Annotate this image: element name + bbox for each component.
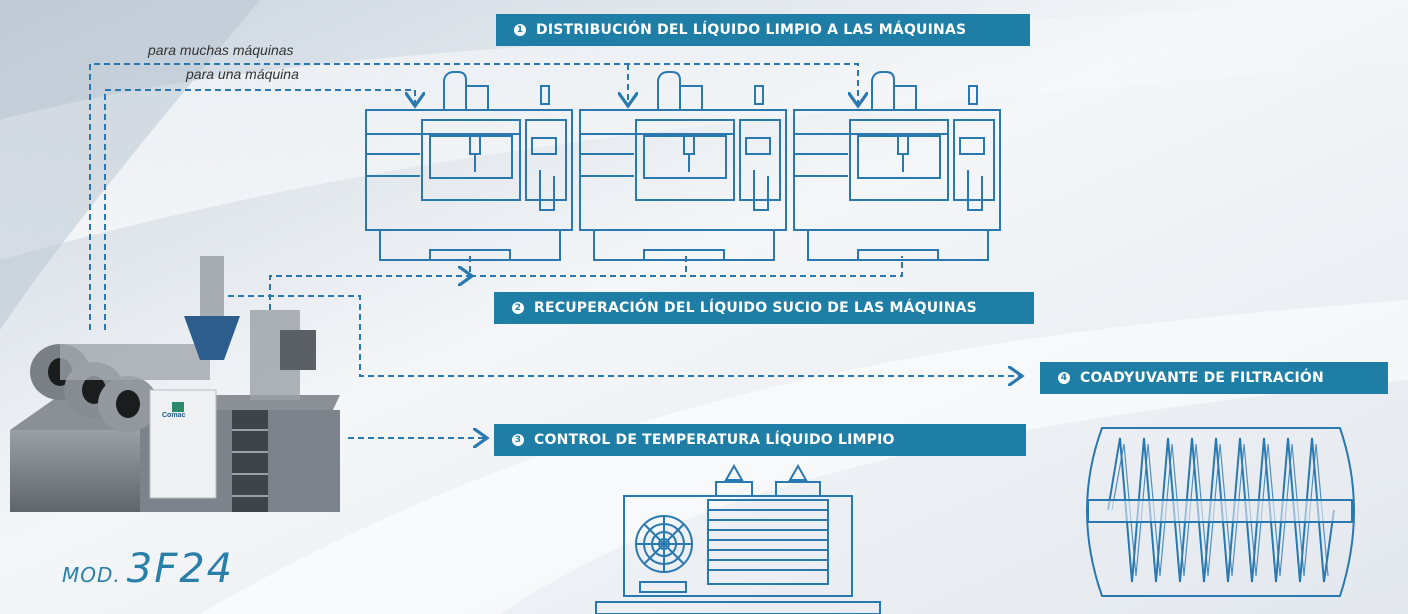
unit-badge: Comac [162,412,185,419]
distribution-lines [89,63,858,330]
step-number: 2 [512,302,524,314]
filtration-unit-illustration [10,256,340,512]
background-swoosh [0,0,1408,260]
banner-label: COADYUVANTE DE FILTRACIÓN [1080,370,1324,386]
machine-tool-2 [579,71,787,261]
cooler-illustration [595,463,881,614]
banner-recovery: 2 RECUPERACIÓN DEL LÍQUIDO SUCIO DE LAS … [494,292,1034,324]
model-code: 3F24 [126,546,235,592]
machine-tool-1 [365,71,573,261]
machine-tool-3 [793,71,1001,261]
note-many-machines: para muchas máquinas [148,42,294,58]
banner-label: CONTROL DE TEMPERATURA LÍQUIDO LIMPIO [534,432,895,448]
banner-temperature: 3 CONTROL DE TEMPERATURA LÍQUIDO LIMPIO [494,424,1026,456]
banner-label: RECUPERACIÓN DEL LÍQUIDO SUCIO DE LAS MÁ… [534,300,977,316]
model-label: MOD. 3F24 [62,546,234,592]
banner-distribution: 1 DISTRIBUCIÓN DEL LÍQUIDO LIMPIO A LAS … [496,14,1030,46]
banner-label: DISTRIBUCIÓN DEL LÍQUIDO LIMPIO A LAS MÁ… [536,22,967,38]
step-number: 3 [512,434,524,446]
step-number: 4 [1058,372,1070,384]
note-one-machine: para una máquina [186,66,299,82]
filter-aid-illustration [1086,427,1355,597]
model-prefix: MOD. [62,563,121,587]
banner-filter-aid: 4 COADYUVANTE DE FILTRACIÓN [1040,362,1388,394]
background-swoosh [0,0,260,330]
step-number: 1 [514,24,526,36]
